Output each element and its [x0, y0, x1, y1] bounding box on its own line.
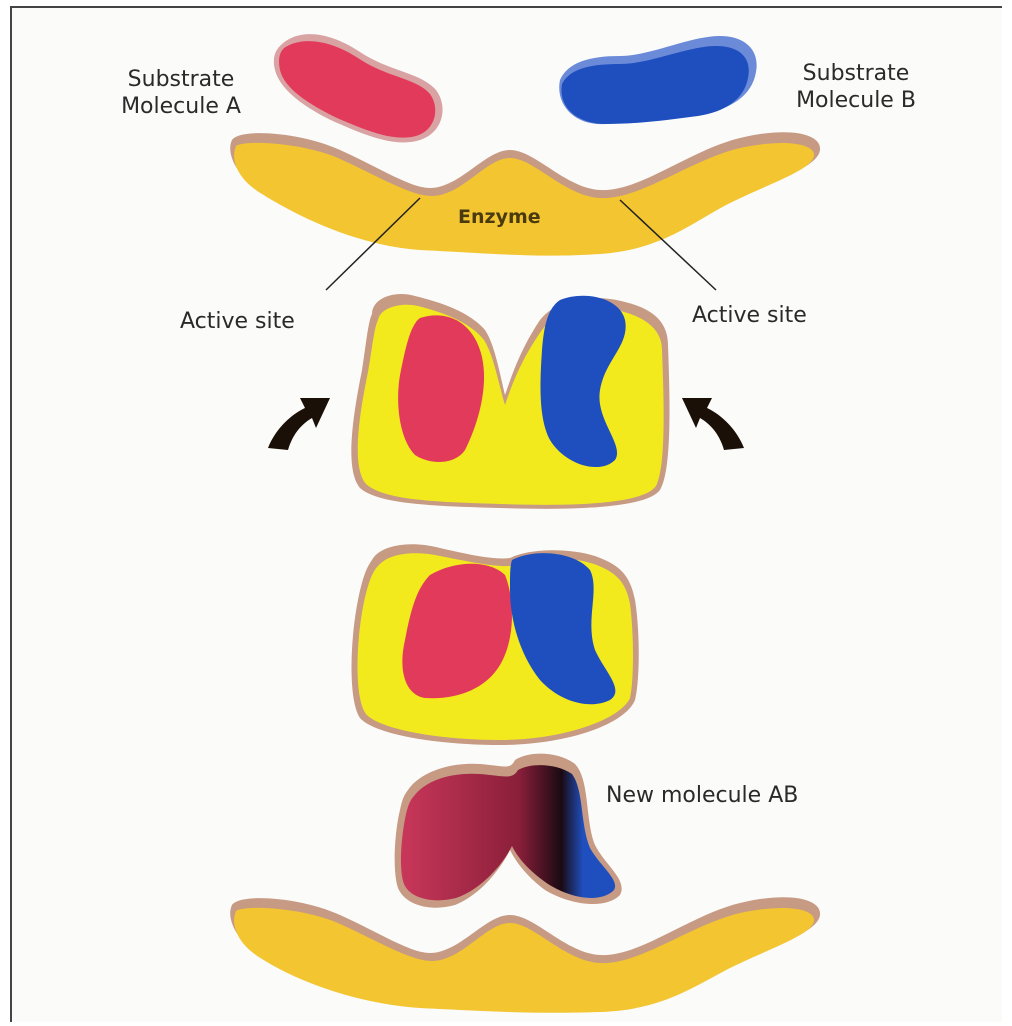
label-active-site-right: Active site: [692, 302, 807, 329]
label-enzyme: Enzyme: [458, 204, 541, 231]
label-active-site-left: Active site: [180, 308, 295, 335]
substrate-molecule-a: [274, 34, 443, 142]
label-new-molecule: New molecule AB: [606, 782, 798, 809]
enzyme-product-complex: [352, 544, 639, 745]
label-substrate-a: Substrate Molecule A: [86, 66, 276, 120]
enzyme-substrate-complex: [351, 294, 669, 509]
enzyme-bottom: [230, 897, 820, 1013]
substrate-molecule-b: [559, 36, 756, 124]
label-substrate-b: Substrate Molecule B: [756, 60, 956, 114]
label-substrate-a-line2: Molecule A: [86, 93, 276, 120]
new-molecule-ab: [395, 754, 622, 908]
label-substrate-b-line1: Substrate: [756, 60, 956, 87]
arrow-right-icon: [682, 398, 744, 450]
label-substrate-a-line1: Substrate: [86, 66, 276, 93]
label-substrate-b-line2: Molecule B: [756, 87, 956, 114]
enzyme-top: [230, 132, 820, 255]
arrow-left-icon: [268, 398, 330, 450]
